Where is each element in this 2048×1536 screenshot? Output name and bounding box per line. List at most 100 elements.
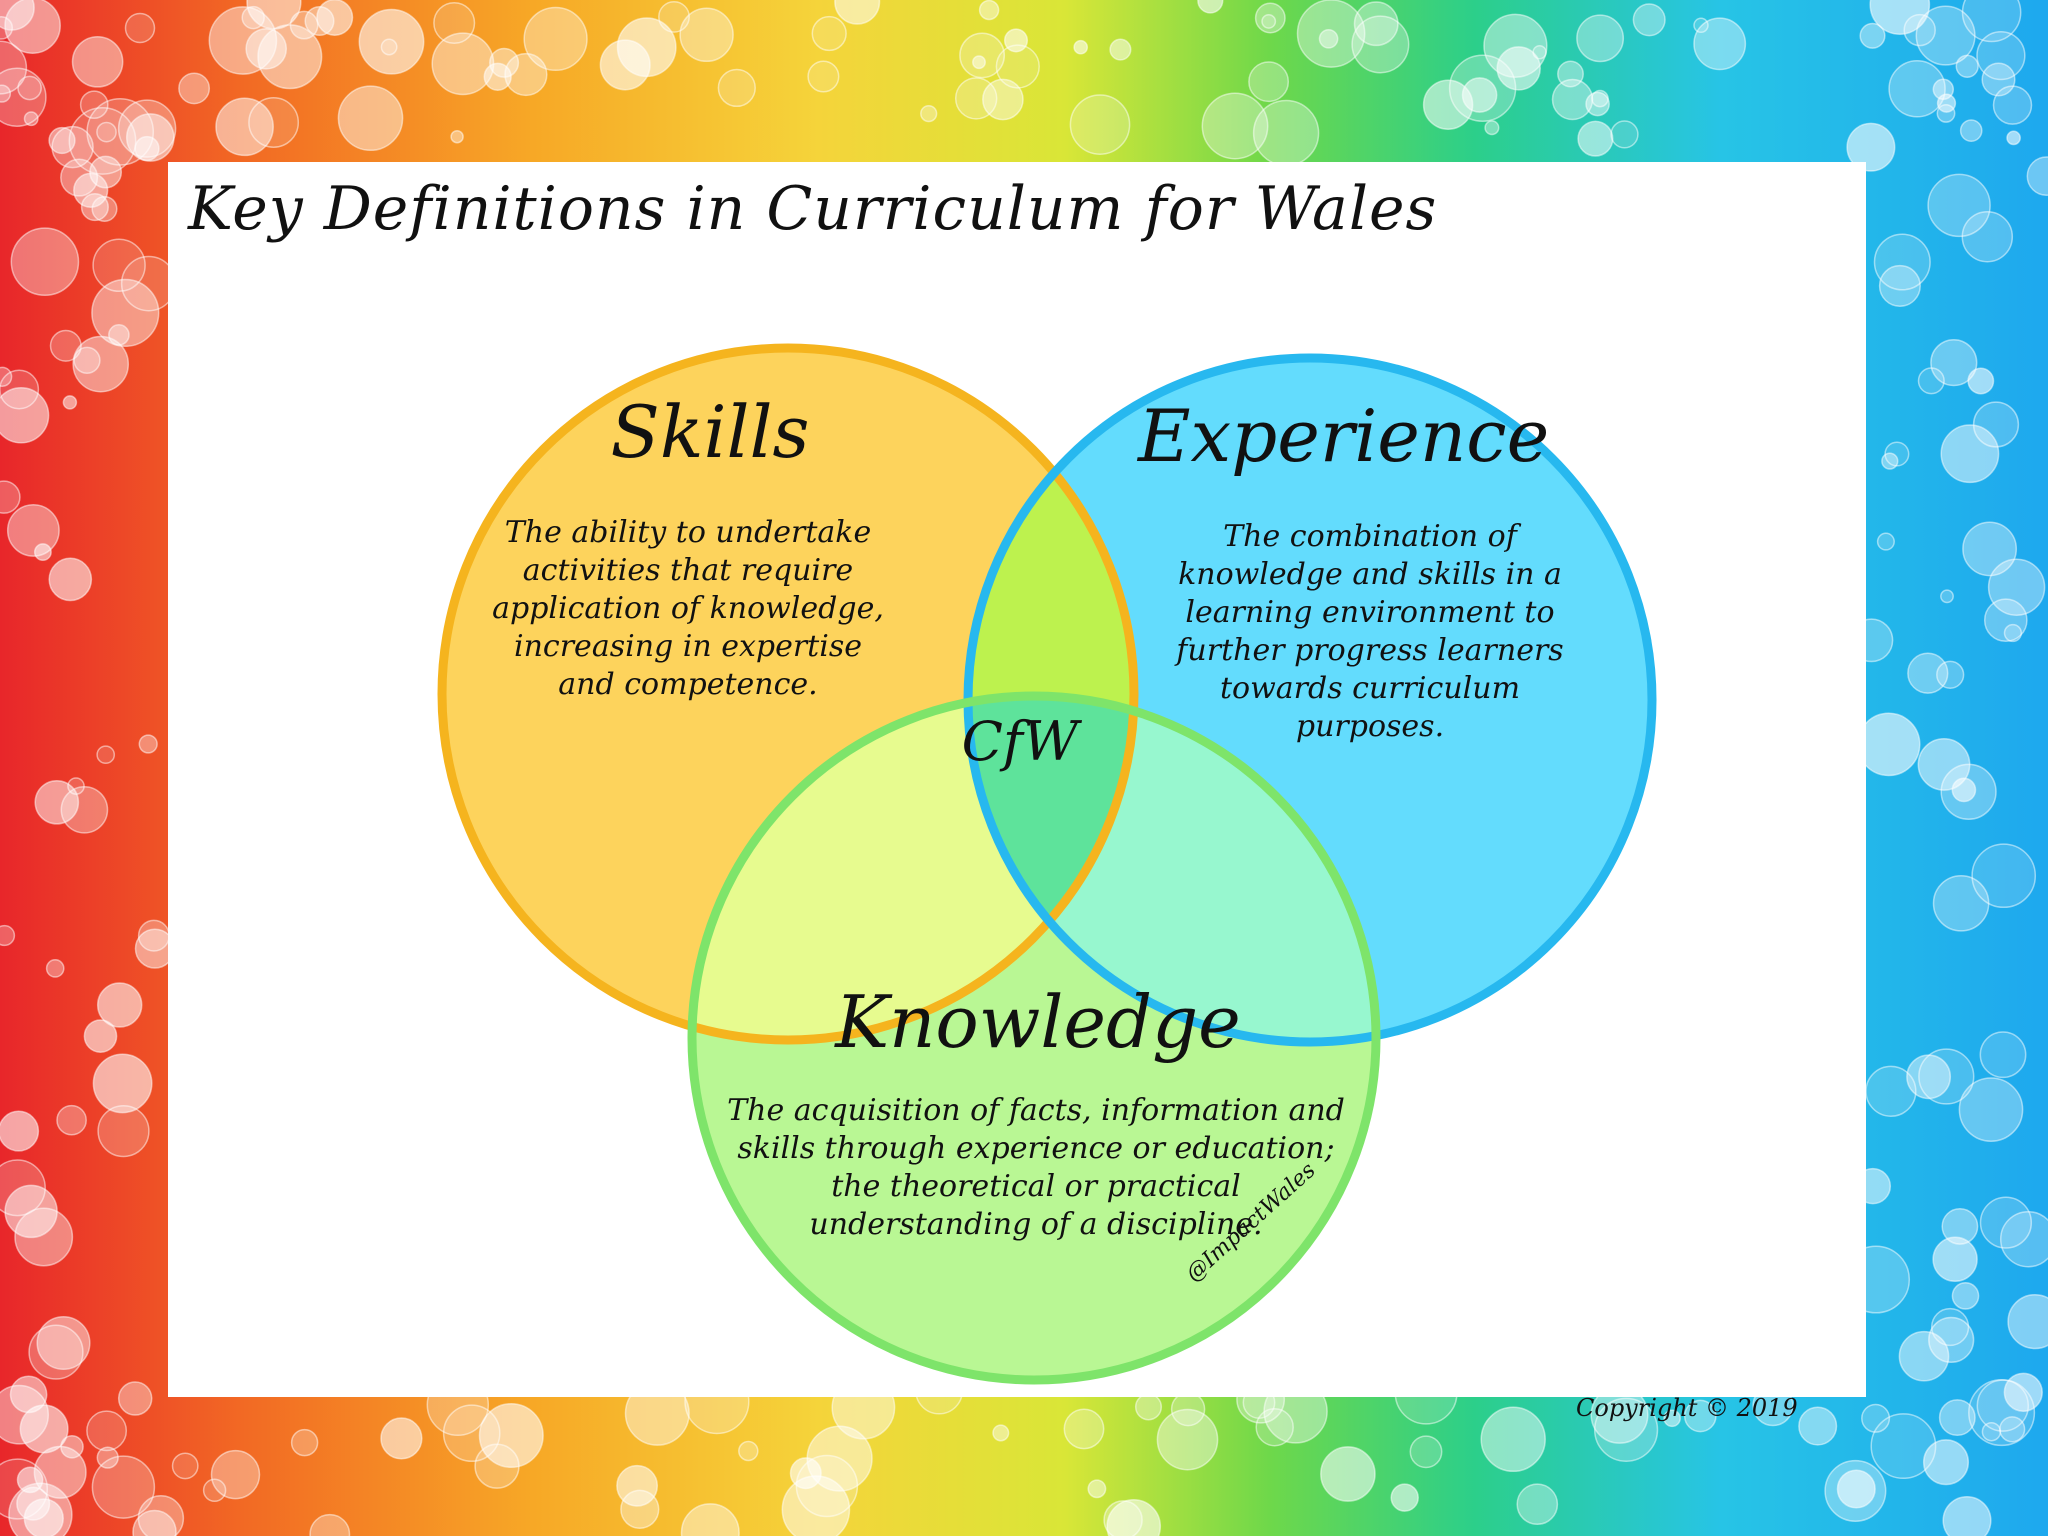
bokeh-dot xyxy=(1064,1409,1103,1448)
bokeh-dot xyxy=(1074,41,1087,54)
bokeh-dot xyxy=(1928,174,1990,236)
bokeh-dot xyxy=(179,73,209,103)
bokeh-dot xyxy=(51,331,82,362)
bokeh-dot xyxy=(1899,1332,1948,1381)
bokeh-dot xyxy=(1933,1237,1977,1281)
bokeh-dot xyxy=(1875,234,1931,290)
bokeh-dot xyxy=(1110,39,1131,60)
bokeh-dot xyxy=(1172,1393,1205,1426)
bokeh-dot xyxy=(1934,876,1989,931)
bokeh-dot xyxy=(1980,1032,2025,1077)
bokeh-dot xyxy=(35,781,78,824)
bokeh-dot xyxy=(2008,1295,2048,1349)
bokeh-dot xyxy=(1943,1497,1991,1536)
bokeh-dot xyxy=(1517,1484,1557,1524)
bokeh-dot xyxy=(524,8,587,71)
skills-definition: The ability to undertake activities that… xyxy=(490,514,886,704)
bokeh-dot xyxy=(1941,590,1953,602)
experience-heading: Experience xyxy=(1138,394,1538,478)
bokeh-dot xyxy=(84,1020,116,1052)
bokeh-dot xyxy=(29,1325,83,1379)
bokeh-dot xyxy=(82,194,109,221)
bokeh-dot xyxy=(1977,32,2025,80)
bokeh-dot xyxy=(835,0,880,24)
bokeh-dot xyxy=(808,61,839,92)
bokeh-dot xyxy=(451,131,463,143)
bokeh-dot xyxy=(292,1430,318,1456)
bokeh-dot xyxy=(18,76,41,99)
bokeh-dot xyxy=(93,1054,151,1112)
bokeh-dot xyxy=(921,106,937,122)
bokeh-dot xyxy=(1481,1407,1545,1471)
bokeh-dot xyxy=(1937,661,1964,688)
experience-definition: The combination of knowledge and skills … xyxy=(1150,518,1590,746)
bokeh-dot xyxy=(1694,18,1745,69)
bokeh-dot xyxy=(92,1456,154,1518)
bokeh-dot xyxy=(1968,368,1993,393)
bokeh-dot xyxy=(1198,0,1223,13)
bokeh-dot xyxy=(0,1111,38,1151)
bokeh-dot xyxy=(61,159,98,196)
bokeh-dot xyxy=(1533,46,1546,59)
bokeh-dot xyxy=(1136,1394,1162,1420)
bokeh-dot xyxy=(92,280,159,347)
bokeh-dot xyxy=(960,33,1004,77)
bokeh-dot xyxy=(490,49,519,78)
bokeh-dot xyxy=(63,396,76,409)
bokeh-dot xyxy=(1320,30,1338,48)
bokeh-dot xyxy=(1985,599,2027,641)
bokeh-dot xyxy=(1959,1078,2022,1141)
bokeh-dot xyxy=(682,1504,740,1536)
bokeh-dot xyxy=(173,1453,198,1478)
bokeh-dot xyxy=(791,1458,822,1489)
bokeh-dot xyxy=(983,79,1023,119)
bokeh-dot xyxy=(0,481,20,513)
bokeh-dot xyxy=(1577,15,1623,61)
bokeh-dot xyxy=(980,1,999,20)
bokeh-dot xyxy=(212,1451,260,1499)
bokeh-dot xyxy=(1088,1480,1105,1497)
bokeh-dot xyxy=(1882,453,1898,469)
bokeh-dot xyxy=(1202,93,1267,158)
bokeh-dot xyxy=(1799,1407,1837,1445)
bokeh-dot xyxy=(47,960,64,977)
bokeh-dot xyxy=(2027,157,2048,195)
bokeh-dot xyxy=(739,1442,758,1461)
bokeh-dot xyxy=(618,18,676,76)
bokeh-dot xyxy=(338,86,402,150)
center-label: CfW xyxy=(960,710,1080,773)
bokeh-dot xyxy=(5,0,60,53)
bokeh-dot xyxy=(1410,1436,1441,1467)
bokeh-dot xyxy=(1463,78,1497,112)
skills-heading: Skills xyxy=(580,390,840,474)
bokeh-dot xyxy=(139,735,157,753)
bokeh-dot xyxy=(1961,120,1982,141)
bokeh-dot xyxy=(1878,533,1895,550)
bokeh-dot xyxy=(1070,95,1129,154)
bokeh-dot xyxy=(11,228,78,295)
bokeh-dot xyxy=(1005,29,1028,52)
bokeh-dot xyxy=(119,1382,152,1415)
bokeh-dot xyxy=(1633,4,1665,36)
bokeh-dot xyxy=(49,558,91,600)
bokeh-dot xyxy=(1977,1380,2028,1431)
bokeh-dot xyxy=(1889,61,1945,117)
bokeh-dot xyxy=(1249,62,1288,101)
bokeh-dot xyxy=(317,0,353,35)
bokeh-dot xyxy=(718,70,755,107)
bokeh-dot xyxy=(1553,80,1593,120)
bokeh-dot xyxy=(1485,121,1499,135)
bokeh-dot xyxy=(1952,778,1975,801)
bokeh-dot xyxy=(1916,6,1975,65)
bokeh-dot xyxy=(249,98,298,147)
bokeh-dot xyxy=(1262,15,1275,28)
bokeh-dot xyxy=(87,99,153,165)
bokeh-dot xyxy=(1860,24,1885,49)
bokeh-dot xyxy=(432,33,493,94)
bokeh-dot xyxy=(1578,121,1613,156)
bokeh-dot xyxy=(1994,86,2032,124)
bokeh-dot xyxy=(1907,1055,1950,1098)
bokeh-dot xyxy=(0,926,14,946)
bokeh-dot xyxy=(11,1376,47,1412)
bokeh-dot xyxy=(480,1404,544,1468)
